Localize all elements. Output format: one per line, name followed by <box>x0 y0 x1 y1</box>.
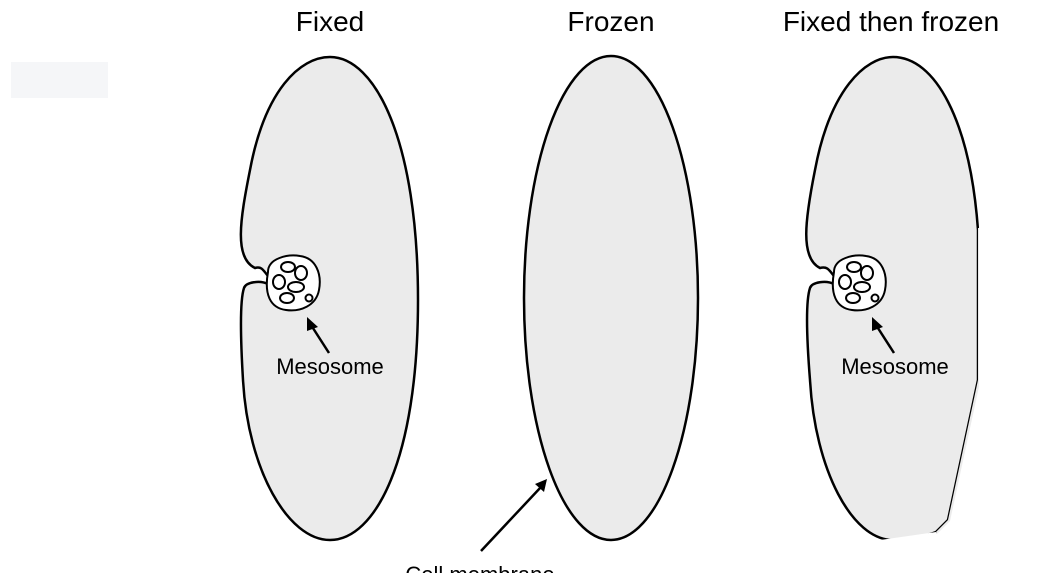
cell-membrane-arrow <box>481 479 547 551</box>
fixed-frozen-title: Fixed then frozen <box>783 6 999 37</box>
cell-membrane-label: Cell membrane <box>405 562 554 573</box>
fixed-mesosome <box>267 256 320 311</box>
fixed-frozen-panel: Fixed then frozen Mesosome <box>783 0 1037 550</box>
fixed-panel: Fixed Mesosome <box>241 6 418 540</box>
title-clip-mask <box>1029 0 1037 50</box>
clip-mask <box>979 50 1037 550</box>
blank-box <box>11 62 108 98</box>
fixed-frozen-cell-body <box>806 57 978 540</box>
frozen-panel: Frozen Cell membrane <box>405 6 698 573</box>
fixed-title: Fixed <box>296 6 364 37</box>
fixed-frozen-mesosome-label: Mesosome <box>841 354 949 379</box>
frozen-cell-body <box>524 56 698 540</box>
fixed-mesosome-label: Mesosome <box>276 354 384 379</box>
frozen-title: Frozen <box>567 6 654 37</box>
fixed-cell-body <box>241 57 418 540</box>
fixed-frozen-mesosome <box>833 256 886 311</box>
